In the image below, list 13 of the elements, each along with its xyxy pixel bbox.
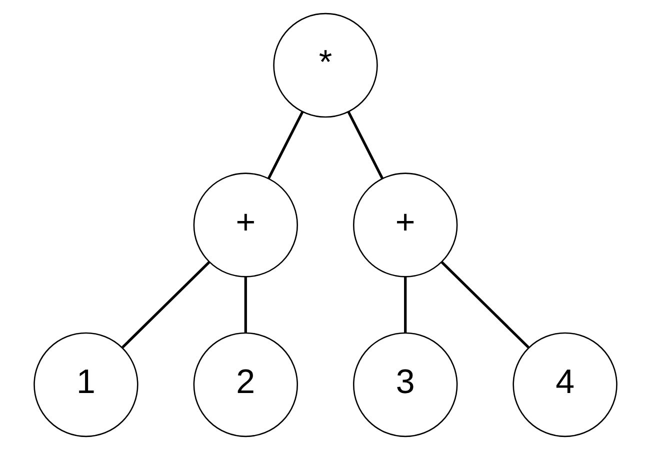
- node-circle: 3: [352, 332, 458, 438]
- connector: [346, 111, 383, 179]
- node-circle: +: [352, 172, 458, 278]
- node-circle: +: [192, 172, 298, 278]
- node-circle: 4: [512, 332, 617, 438]
- connector: [244, 276, 246, 333]
- connector: [267, 111, 304, 179]
- node-circle: 2: [192, 332, 298, 438]
- connector: [440, 261, 529, 348]
- node-circle: 1: [33, 332, 138, 438]
- connector: [121, 261, 210, 348]
- connector: [404, 276, 406, 333]
- node-circle: *: [272, 12, 378, 118]
